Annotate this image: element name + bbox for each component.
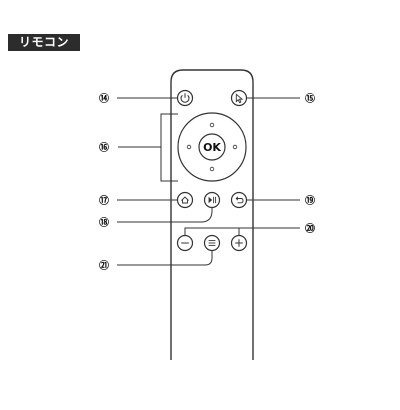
nav-right-dot[interactable]	[232, 144, 238, 150]
callout-14: ⑭	[99, 92, 109, 105]
home-icon	[181, 196, 189, 204]
back-icon	[235, 196, 244, 204]
ok-label: OK	[203, 141, 221, 154]
nav-up-dot[interactable]	[209, 122, 215, 128]
nav-left-dot[interactable]	[186, 144, 192, 150]
leader-lines	[117, 97, 300, 266]
callout-21: ㉑	[99, 259, 109, 272]
menu-button[interactable]	[203, 234, 221, 252]
play-pause-button[interactable]	[203, 191, 221, 209]
callout-15: ⑮	[305, 92, 315, 105]
menu-icon	[208, 240, 216, 246]
volume-down-button[interactable]	[176, 234, 194, 252]
page-title: リモコン	[8, 34, 80, 51]
ok-button[interactable]: OK	[198, 133, 226, 161]
volume-up-icon	[235, 239, 243, 247]
nav-down-dot[interactable]	[209, 166, 215, 172]
volume-up-button[interactable]	[230, 234, 248, 252]
cursor-button[interactable]	[230, 89, 248, 107]
play-pause-icon	[208, 196, 217, 204]
leader-line-18	[117, 208, 213, 223]
power-icon	[180, 93, 190, 103]
power-button[interactable]	[176, 89, 194, 107]
cursor-icon	[235, 93, 244, 104]
back-button[interactable]	[230, 191, 248, 209]
leader-line-21	[117, 251, 213, 266]
callout-18: ⑱	[99, 216, 109, 229]
leader-line-20	[184, 227, 300, 235]
callout-20: ⑳	[305, 222, 315, 235]
home-button[interactable]	[176, 191, 194, 209]
leader-bracket-16	[118, 113, 178, 182]
remote-body-outline	[170, 69, 254, 360]
callout-16: ⑯	[99, 141, 109, 154]
callout-17: ⑰	[99, 194, 109, 207]
callout-19: ⑲	[305, 194, 315, 207]
